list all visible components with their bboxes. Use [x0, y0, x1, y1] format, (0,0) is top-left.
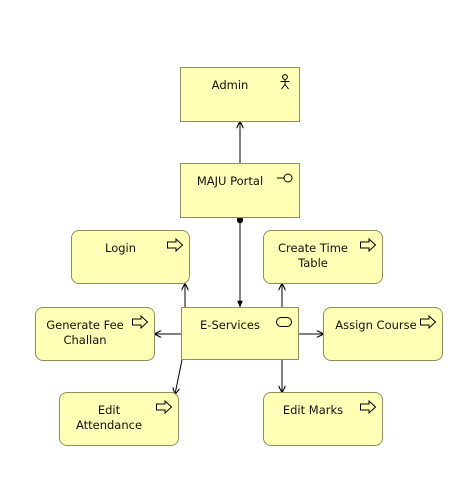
node-create-time-table[interactable]: Create Time Table [263, 230, 383, 284]
node-maju-portal-label: MAJU Portal [196, 174, 264, 188]
node-edit-attendance-label: Edit Attendance [75, 403, 143, 432]
node-edit-attendance[interactable]: Edit Attendance [59, 392, 179, 446]
actor-icon [276, 74, 294, 90]
interface-icon [276, 170, 294, 186]
node-admin-label: Admin [211, 78, 249, 92]
process-arrow-icon [155, 399, 173, 415]
node-edit-marks[interactable]: Edit Marks [263, 392, 383, 446]
process-arrow-icon [166, 237, 184, 253]
node-generate-fee-challan-label: Generate Fee Challan [46, 318, 124, 347]
node-e-services[interactable]: E-Services [181, 307, 299, 360]
node-login-label: Login [104, 241, 137, 255]
process-arrow-icon [359, 399, 377, 415]
process-arrow-icon [419, 314, 437, 330]
node-e-services-label: E-Services [200, 318, 260, 332]
node-create-time-table-label: Create Time Table [277, 241, 348, 270]
service-icon [275, 314, 293, 330]
node-assign-course-label: Assign Course [335, 318, 417, 332]
node-generate-fee-challan[interactable]: Generate Fee Challan [35, 307, 155, 361]
node-login[interactable]: Login [71, 230, 190, 284]
node-admin[interactable]: Admin [180, 67, 300, 122]
process-arrow-icon [131, 314, 149, 330]
node-edit-marks-label: Edit Marks [282, 403, 344, 417]
process-arrow-icon [359, 237, 377, 253]
connector-eservices-attendance[interactable] [175, 359, 183, 394]
node-maju-portal[interactable]: MAJU Portal [180, 163, 300, 218]
node-assign-course[interactable]: Assign Course [323, 307, 443, 361]
